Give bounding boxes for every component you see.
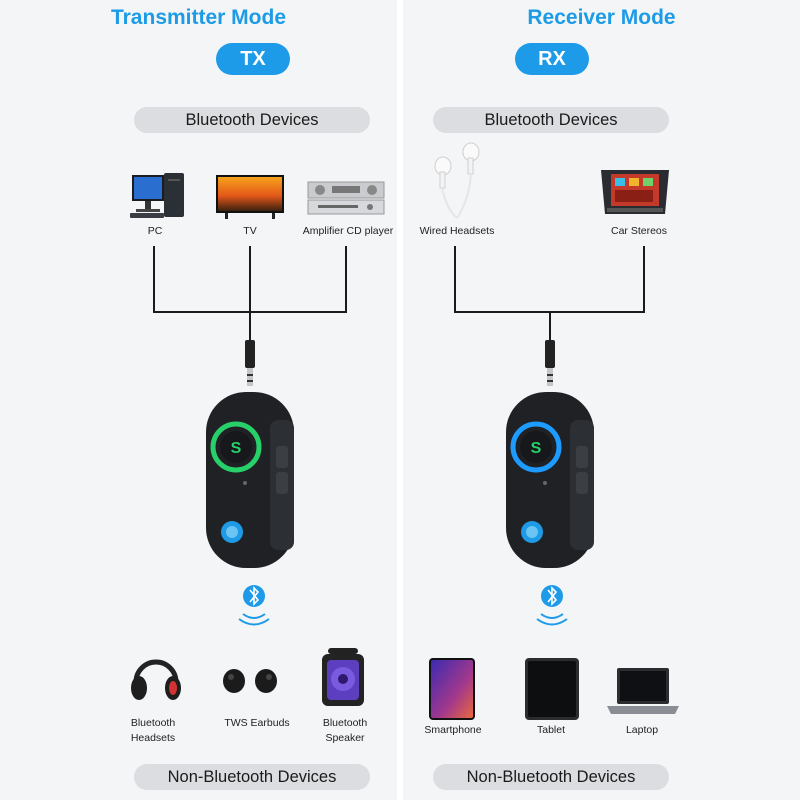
speaker-icon [322,648,364,706]
tablet-label: Tablet [536,724,566,736]
svg-text:S: S [231,440,242,457]
left-bluetooth-icon [238,585,270,626]
panel-divider [397,0,403,800]
pc-label: PC [147,225,163,237]
non-bluetooth-devices-bar: Non-Bluetooth Devices [134,764,370,790]
transmitter-title: Transmitter Mode [110,6,287,29]
right-aux-plug [545,340,555,386]
tx-badge: TX [216,43,290,75]
transmitter-panel: Transmitter Mode TX Bluetooth Devices PC [0,0,397,800]
smartphone-label: Smartphone [424,724,482,736]
tablet-icon [525,658,579,720]
svg-text:S: S [531,440,542,457]
headphones-icon [131,659,181,700]
right-cable-lines [454,246,645,350]
left-adapter-device: S [206,392,294,568]
wired-earphones-icon [434,142,480,219]
left-cable-lines [153,246,347,350]
bluetooth-devices-bar: Bluetooth Devices [134,107,370,133]
receiver-title: Receiver Mode [527,6,676,29]
rx-badge: RX [515,43,589,75]
tv-label: TV [243,225,257,237]
earbuds-icon [223,669,277,693]
receiver-panel: Receiver Mode RX Bluetooth Devices Wired… [403,0,800,800]
smartphone-icon [429,658,475,720]
left-aux-plug [245,340,255,386]
car-stereo-icon [601,170,669,214]
tv-icon [216,175,284,219]
tws-earbuds-label: TWS Earbuds [224,717,290,729]
car-stereos-label: Car Stereos [610,225,668,237]
laptop-label: Laptop [625,724,659,736]
amplifier-icon [307,181,385,215]
right-bluetooth-icon [536,585,568,626]
bluetooth-devices-bar: Bluetooth Devices [433,107,669,133]
laptop-icon [607,668,679,714]
pc-icon [130,173,184,218]
non-bluetooth-devices-bar: Non-Bluetooth Devices [433,764,669,790]
amplifier-label: Amplifier CD player [302,225,394,237]
right-adapter-device: S [506,392,594,568]
wired-headsets-label: Wired Headsets [419,225,495,237]
